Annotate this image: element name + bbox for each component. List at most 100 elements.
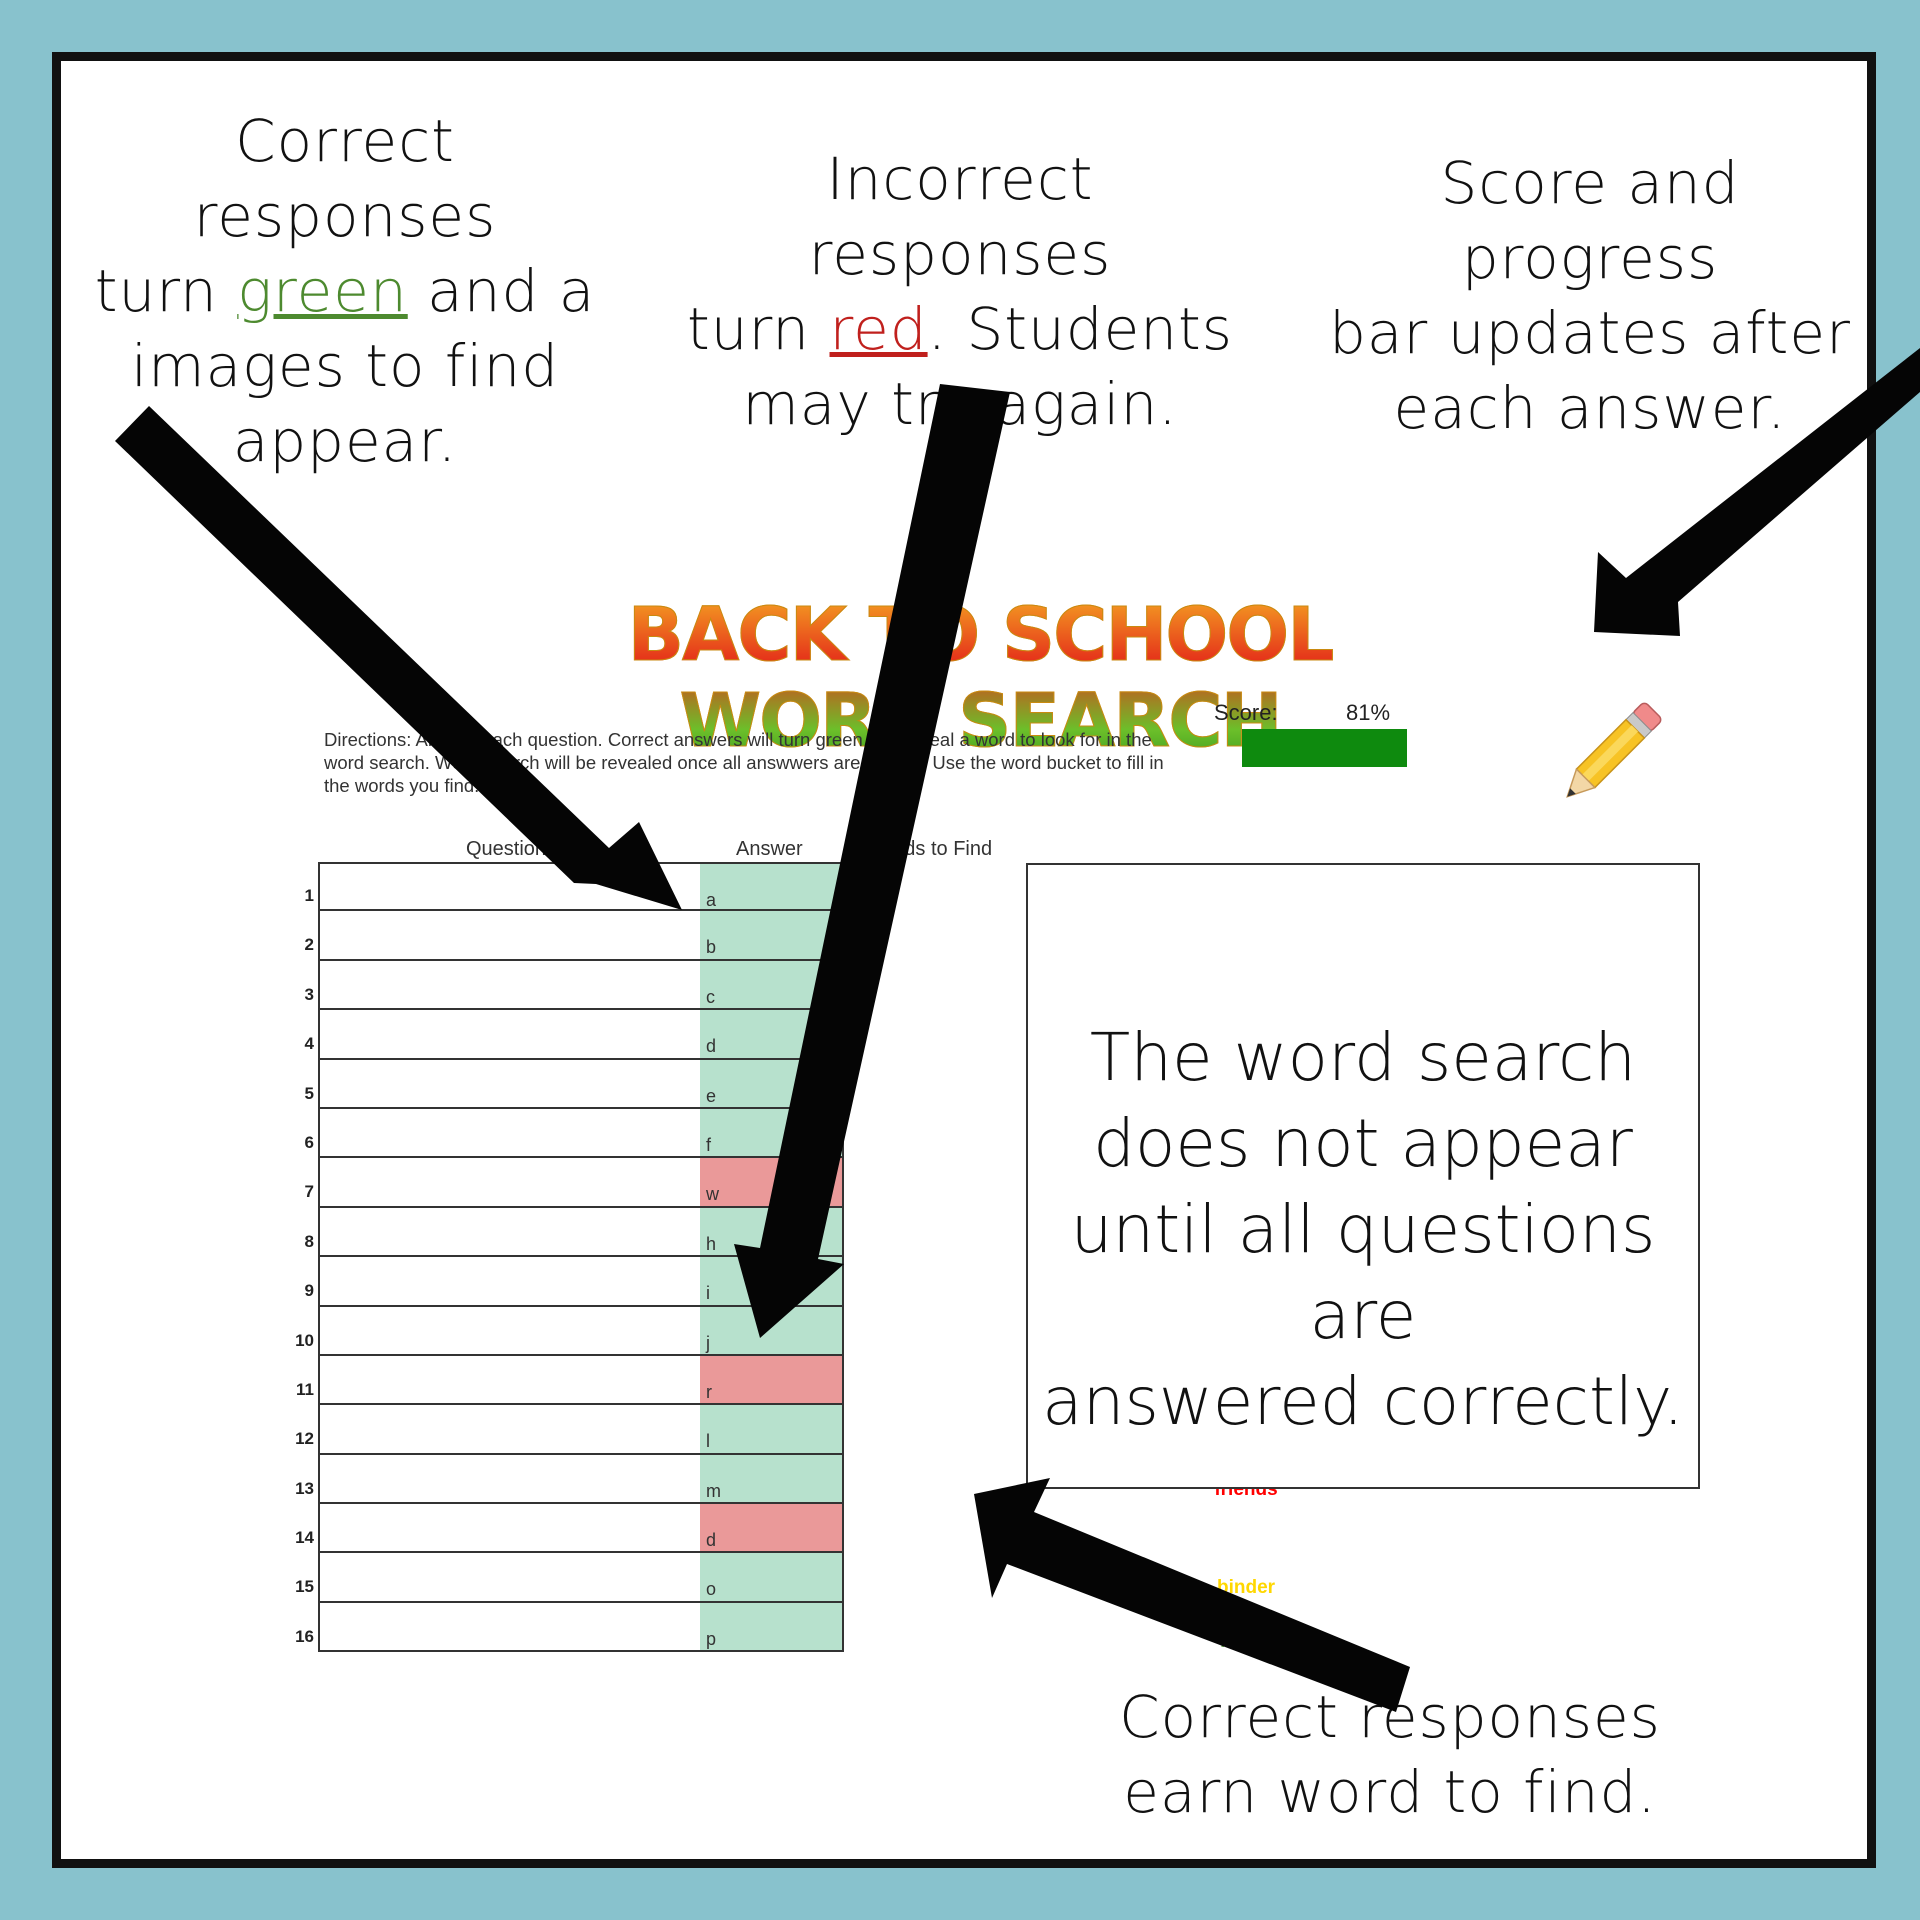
row-number: 14 bbox=[295, 1528, 314, 1548]
column-header-answer: Answer bbox=[736, 838, 803, 860]
table-row: 5emarkers bbox=[305, 1059, 1283, 1109]
table-row: 2bbackpack bbox=[305, 911, 1289, 961]
table-row: 16 p paper bbox=[295, 1602, 1272, 1653]
row-number: 4 bbox=[304, 1034, 314, 1054]
row-number: 5 bbox=[304, 1083, 314, 1103]
directions-text: Directions: Answer each question. Correc… bbox=[324, 729, 1164, 796]
table-row: 6fpencil bbox=[305, 1108, 1273, 1159]
row-number: 12 bbox=[295, 1429, 314, 1449]
callout-earn-line1: Correct responses bbox=[1119, 1683, 1661, 1751]
callout-score-line3: each answer. bbox=[1393, 374, 1787, 442]
question-cell[interactable] bbox=[318, 1059, 700, 1109]
word-search-line1: The word search bbox=[1089, 1019, 1637, 1096]
question-cell[interactable] bbox=[318, 1306, 700, 1356]
table-row: 3chomework bbox=[305, 960, 1294, 1011]
callout-score-line2: bar updates after bbox=[1329, 299, 1851, 367]
answer-cell[interactable]: f bbox=[700, 1108, 844, 1159]
pencil-icon bbox=[1566, 702, 1662, 798]
table-row: 15 o binder bbox=[295, 1553, 1275, 1603]
table-row: 1aclassroom bbox=[305, 862, 1294, 912]
question-cell[interactable] bbox=[318, 1207, 700, 1258]
row-number: 2 bbox=[304, 935, 314, 955]
row-number: 7 bbox=[304, 1182, 314, 1202]
row-number: 3 bbox=[304, 984, 314, 1004]
column-header-words: Words to Find bbox=[868, 838, 993, 860]
table-row: 14 d bbox=[295, 1504, 844, 1554]
score-label: Score: bbox=[1214, 700, 1278, 725]
question-cell[interactable] bbox=[318, 1405, 700, 1455]
row-number: 15 bbox=[295, 1577, 314, 1597]
answer-cell[interactable]: l bbox=[700, 1405, 844, 1455]
row-number: 11 bbox=[296, 1379, 314, 1399]
answer-cell[interactable]: m bbox=[700, 1454, 844, 1505]
green-word: green bbox=[237, 257, 408, 325]
table-row: 10jbus bbox=[295, 1306, 1263, 1356]
callout-earn-line2: earn word to find. bbox=[1123, 1758, 1657, 1826]
question-cell[interactable] bbox=[318, 1257, 700, 1307]
progress-bar bbox=[1242, 729, 1446, 767]
question-cell[interactable] bbox=[318, 1504, 700, 1554]
answer-cell[interactable]: j bbox=[700, 1306, 844, 1356]
question-cell[interactable] bbox=[318, 960, 700, 1011]
score-value: 81% bbox=[1346, 700, 1391, 725]
question-cell[interactable] bbox=[318, 1454, 700, 1505]
callout-correct-line1: Correct responses bbox=[193, 107, 497, 250]
answer-table: 1aclassroom 2bbackpack 3chomework 4dscis… bbox=[295, 862, 1294, 1653]
answer-cell[interactable]: b bbox=[700, 911, 844, 961]
answer-cell[interactable]: o bbox=[700, 1553, 844, 1603]
answer-cell[interactable]: h bbox=[700, 1207, 844, 1258]
row-number: 16 bbox=[295, 1626, 314, 1646]
word-search-line2: does not appear bbox=[1093, 1105, 1633, 1182]
row-number: 1 bbox=[304, 886, 314, 905]
callout-correct: Correct responses turn green and a image… bbox=[80, 104, 610, 479]
callout-score: Score and progress bar updates after eac… bbox=[1312, 146, 1868, 446]
answer-cell[interactable]: a bbox=[700, 862, 844, 912]
row-number: 10 bbox=[295, 1330, 314, 1350]
word-search-line3: until all questions are bbox=[1070, 1191, 1656, 1354]
answer-cell[interactable]: r bbox=[700, 1355, 844, 1406]
answer-cell[interactable]: i bbox=[700, 1257, 844, 1307]
callout-incorrect-line1: Incorrect responses bbox=[808, 145, 1112, 288]
callout-earn-word: Correct responses earn word to find. bbox=[1110, 1680, 1670, 1830]
answer-cell[interactable]: e bbox=[700, 1059, 844, 1109]
callout-incorrect-line2: turn red. Students bbox=[686, 295, 1234, 363]
row-number: 13 bbox=[295, 1478, 314, 1498]
callout-score-line1: Score and progress bbox=[1440, 149, 1740, 292]
row-number: 9 bbox=[304, 1281, 314, 1301]
row-number: 8 bbox=[304, 1231, 314, 1251]
question-cell[interactable] bbox=[318, 1553, 700, 1603]
table-row: 9iteacher bbox=[305, 1257, 1280, 1307]
answer-cell[interactable]: d bbox=[700, 1010, 844, 1060]
callout-correct-line4: appear. bbox=[232, 407, 458, 475]
question-cell[interactable] bbox=[318, 862, 700, 912]
answer-cell[interactable]: c bbox=[700, 960, 844, 1011]
question-cell[interactable] bbox=[318, 1602, 700, 1653]
row-number: 6 bbox=[304, 1132, 314, 1152]
answer-cell[interactable]: p bbox=[700, 1602, 844, 1653]
answer-cell[interactable]: w bbox=[700, 1158, 844, 1208]
table-row: 8hnotebook bbox=[305, 1207, 1289, 1258]
word-search-box: The word search does not appear until al… bbox=[1026, 863, 1700, 1489]
question-cell[interactable] bbox=[318, 1158, 700, 1208]
question-cell[interactable] bbox=[318, 1108, 700, 1159]
question-cell[interactable] bbox=[318, 911, 700, 961]
word-search-message: The word search does not appear until al… bbox=[1028, 1015, 1698, 1445]
table-row: 4dscissors bbox=[305, 1010, 1285, 1060]
question-cell[interactable] bbox=[318, 1010, 700, 1060]
callout-incorrect-line3: may try again. bbox=[742, 370, 1178, 438]
callout-correct-line2: turn green and a bbox=[94, 257, 596, 325]
table-row: 11 r bbox=[296, 1355, 844, 1406]
question-cell[interactable] bbox=[318, 1355, 700, 1406]
red-word: red bbox=[829, 295, 928, 363]
answer-cell[interactable]: d bbox=[700, 1504, 844, 1554]
progress-bar-fill bbox=[1242, 729, 1408, 767]
callout-incorrect: Incorrect responses turn red. Students m… bbox=[680, 142, 1240, 442]
table-row: 12lbooks bbox=[295, 1405, 1274, 1455]
word-to-find: paper bbox=[1220, 1626, 1272, 1648]
column-header-question: Question bbox=[466, 838, 547, 860]
callout-correct-line3: images to find bbox=[130, 332, 560, 400]
word-search-line4: answered correctly. bbox=[1042, 1363, 1684, 1440]
word-to-find: binder bbox=[1216, 1577, 1276, 1599]
